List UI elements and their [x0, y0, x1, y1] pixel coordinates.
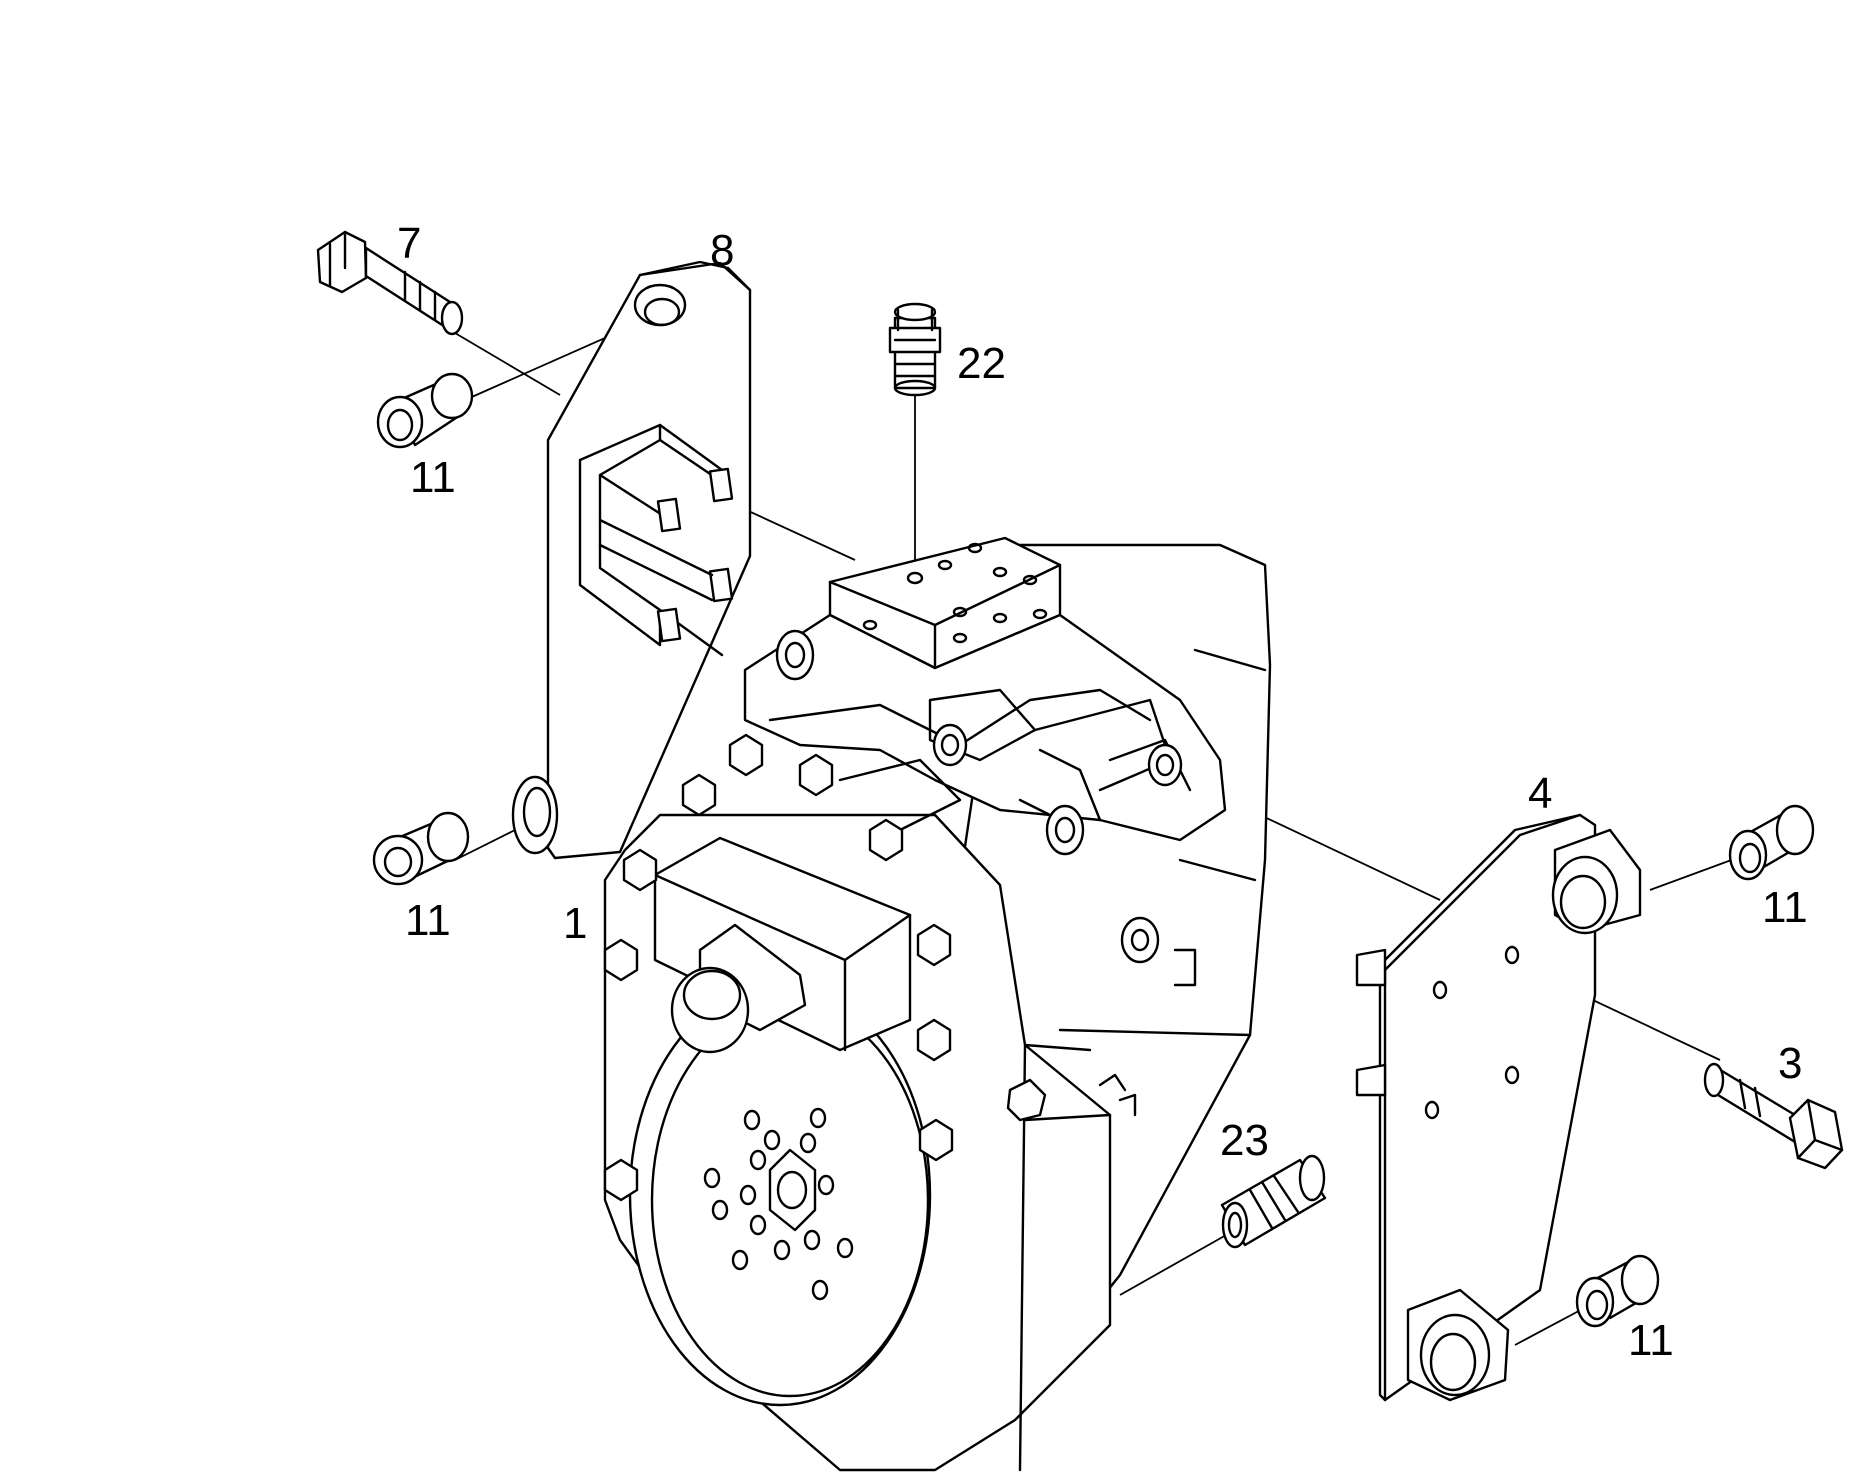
callout-labels: 7 8 11 22 11 1 4 11 3 23 11 — [397, 219, 1808, 1365]
right-bracket-part-4 — [1355, 813, 1642, 1402]
spacer-part-11-upper-right — [1728, 804, 1815, 881]
spacer-part-11-lower-left — [372, 811, 470, 886]
callout-22: 22 — [957, 339, 1006, 388]
callout-11-upper-right: 11 — [1762, 883, 1808, 932]
callout-3: 3 — [1778, 1039, 1802, 1088]
callout-11-upper-left: 11 — [410, 453, 456, 502]
left-bracket-part-8 — [511, 260, 752, 860]
callout-11-lower-right: 11 — [1628, 1316, 1674, 1365]
spacer-part-11-upper-left — [376, 372, 474, 449]
callout-4: 4 — [1528, 769, 1552, 818]
fitting-part-22 — [888, 302, 942, 397]
fitting-part-23 — [1220, 1154, 1327, 1249]
main-unit-part-1 — [603, 536, 1272, 1472]
callout-7: 7 — [397, 219, 421, 268]
bolt-part-7 — [316, 230, 464, 336]
callout-1: 1 — [563, 899, 587, 948]
spacer-part-11-lower-right — [1575, 1254, 1660, 1328]
callout-11-lower-left: 11 — [405, 896, 451, 945]
callout-23: 23 — [1220, 1116, 1269, 1165]
bolt-part-3 — [1703, 1062, 1844, 1170]
callout-8: 8 — [710, 226, 734, 275]
